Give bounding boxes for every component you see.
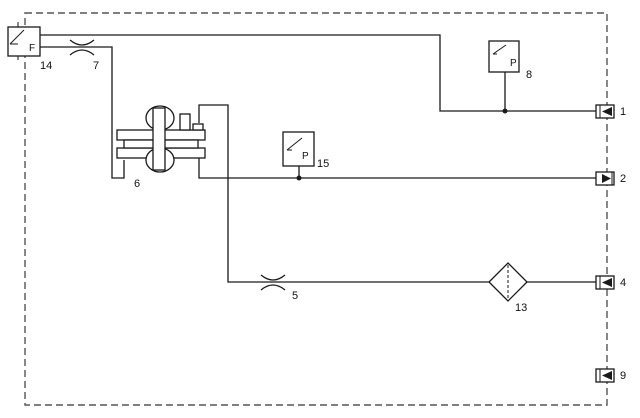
port-4-connector <box>595 275 615 290</box>
port-1-connector <box>595 104 615 119</box>
port-2-label: 2 <box>620 173 626 185</box>
flow-sensor-14: F <box>7 22 41 60</box>
label-8: 8 <box>526 69 532 81</box>
flow-sensor-symbol: F <box>29 43 35 54</box>
throttle-5 <box>260 274 286 291</box>
port-1-label: 1 <box>620 106 626 118</box>
label-6: 6 <box>134 178 140 190</box>
port-2-connector <box>595 171 615 186</box>
label-7: 7 <box>93 60 99 72</box>
pressure-switch-8: P <box>488 40 520 73</box>
pressure-sensor-symbol: P <box>302 151 309 162</box>
label-13: 13 <box>515 302 527 314</box>
label-14: 14 <box>40 60 52 72</box>
throttle-7 <box>69 39 95 56</box>
label-15: 15 <box>317 158 329 170</box>
port-9-label: 9 <box>620 370 626 382</box>
filter-13 <box>488 262 528 302</box>
port-4-label: 4 <box>620 277 626 289</box>
pipework <box>40 34 600 283</box>
junction-dot <box>296 175 302 181</box>
valve-6 <box>116 105 206 173</box>
pressure-switch-symbol: P <box>510 58 517 69</box>
pressure-sensor-15: P <box>282 131 315 167</box>
system-boundary <box>24 12 608 406</box>
label-5: 5 <box>292 290 298 302</box>
port-9-connector <box>595 368 615 383</box>
junction-dot <box>502 108 508 114</box>
